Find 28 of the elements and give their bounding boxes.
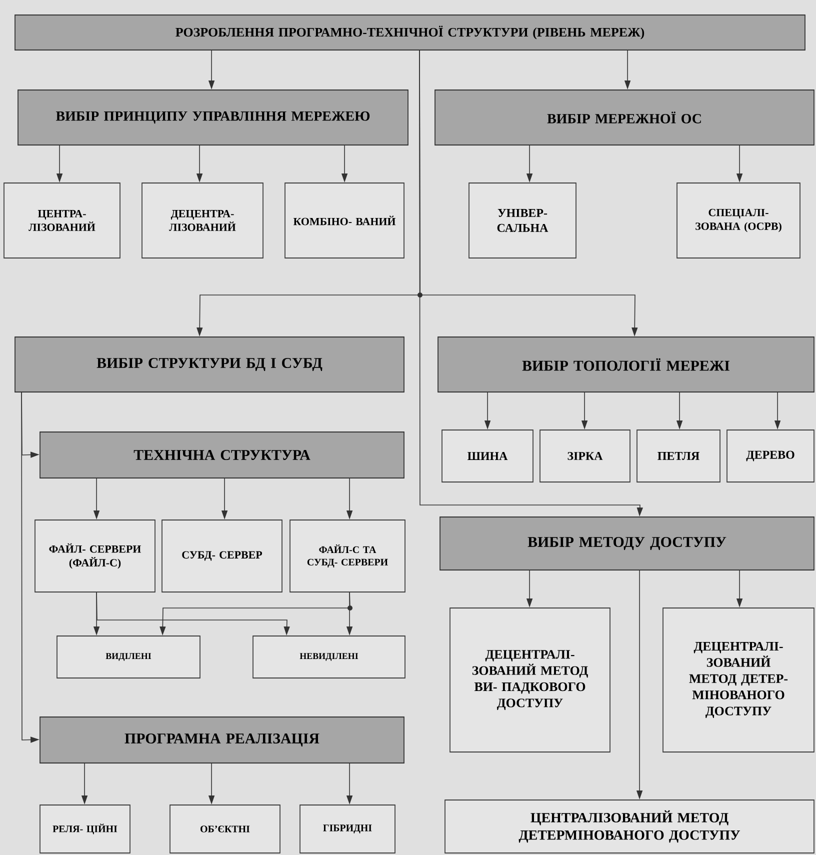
option-box: ФАЙЛ- СЕРВЕРИ (ФАЙЛ-С) (34, 520, 156, 592)
stage-box: ПРОГРАМНА РЕАЛІЗАЦІЯ (40, 716, 404, 764)
stage-box: ВИБІР ТОПОЛОГІЇ МЕРЕЖІ (438, 336, 814, 392)
option-box: ДЕЦЕНТРАЛІ- ЗОВАНИЙ МЕТОД ДЕТЕР- МІНОВАНОГО ДОСТУПУ (662, 608, 814, 752)
stage-box: ВИБІР ПРИНЦИПУ УПРАВЛІННЯ МЕРЕЖЕЮ (18, 90, 408, 146)
option-box: СУБД- СЕРВЕР (162, 520, 282, 592)
stage-box: ВИБІР СТРУКТУРИ БД І СУБД (14, 336, 404, 392)
option-box: ШИНА (442, 430, 534, 482)
option-box: ДЕЦЕНТРАЛІ- ЗОВАНИЙ МЕТОД ВИ- ПАДКОВОГО ДОСТУПУ (450, 608, 610, 752)
option-box: ПЕТЛЯ (636, 430, 720, 482)
option-box: РЕЛЯ- ЦІЙНІ (40, 804, 130, 854)
option-box: ГІБРИДНІ (300, 804, 396, 854)
option-box: ЦЕНТРА- ЛІЗОВАНИЙ (4, 182, 120, 258)
option-box: УНІВЕР- САЛЬНА (468, 182, 576, 258)
option-box: СПЕЦІАЛІ- ЗОВАНА (ОСРВ) (676, 182, 800, 258)
option-box: ЦЕНТРАЛІЗОВАНИЙ МЕТОД ДЕТЕРМІНОВАНОГО ДОСТУПУ (444, 800, 814, 854)
option-box: ФАЙЛ-С ТА СУБД- СЕРВЕРИ (290, 520, 406, 592)
option-box: ВИДІЛЕНІ (56, 636, 200, 678)
stage-box: ВИБІР МЕРЕЖНОЇ ОС (434, 90, 814, 146)
option-box: КОМБІНО- ВАНИЙ (284, 182, 404, 258)
option-box: ДЕРЕВО (726, 430, 814, 482)
stage-box: ТЕХНІЧНА СТРУКТУРА (40, 432, 404, 478)
option-box: ДЕЦЕНТРА- ЛІЗОВАНИЙ (142, 182, 264, 258)
option-box: ОБ’ЄКТНІ (170, 804, 280, 854)
option-box: НЕВИДІЛЕНІ (252, 636, 406, 678)
option-box: ЗІРКА (540, 430, 630, 482)
stage-box: ВИБІР МЕТОДУ ДОСТУПУ (440, 516, 814, 570)
stage-box: РОЗРОБЛЕННЯ ПРОГРАМНО-ТЕХНІЧНОЇ СТРУКТУРИ (РІВЕНЬ МЕРЕЖ) (14, 14, 806, 50)
